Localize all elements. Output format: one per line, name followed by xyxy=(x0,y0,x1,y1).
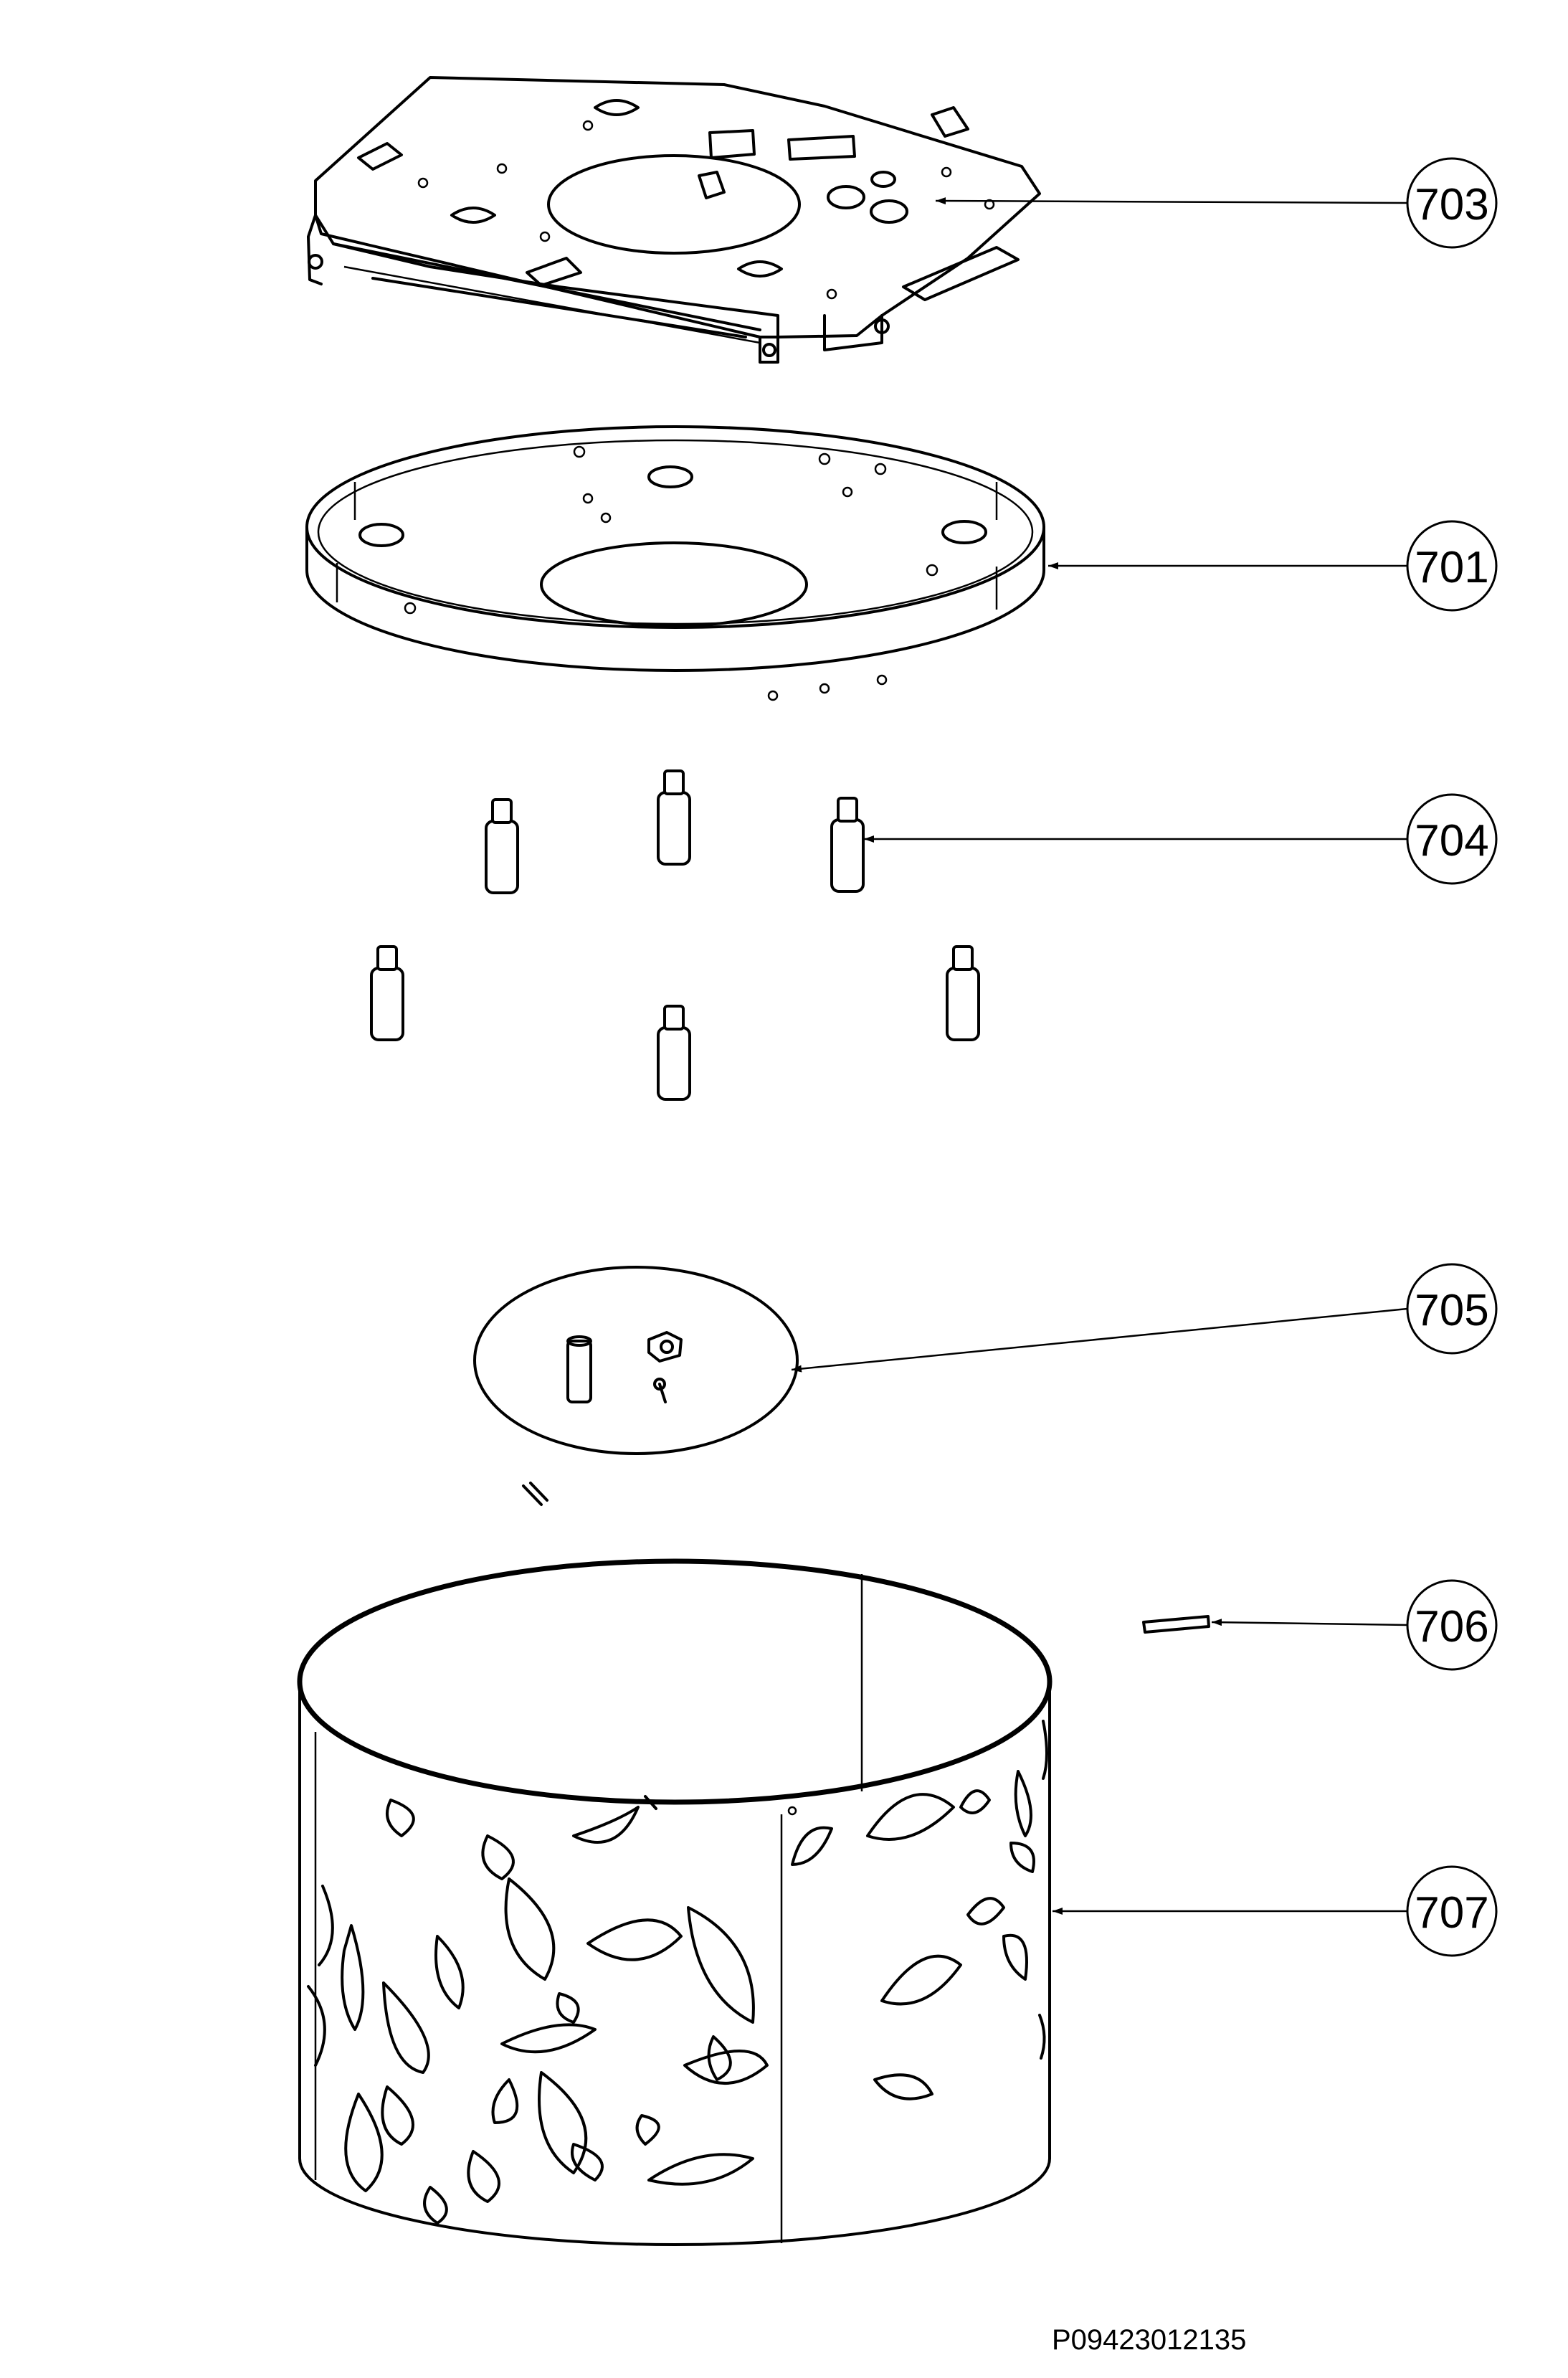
callout-label: 701 xyxy=(1415,543,1488,592)
part-705-disc xyxy=(473,1266,799,1506)
callout-label: 706 xyxy=(1415,1602,1488,1652)
part-706-pin xyxy=(1142,1615,1210,1634)
callout-label: 704 xyxy=(1415,816,1488,866)
standoff xyxy=(370,945,404,1041)
callout-703: 703 xyxy=(1406,157,1498,249)
standoff xyxy=(946,945,980,1041)
part-701-round-pan xyxy=(305,425,1045,701)
standoff xyxy=(830,797,865,893)
callout-label: 707 xyxy=(1415,1888,1488,1938)
standoff xyxy=(657,769,691,866)
callout-label: 705 xyxy=(1415,1286,1488,1335)
leader-706 xyxy=(1211,1619,1408,1626)
standoff xyxy=(485,798,519,894)
leader-705 xyxy=(791,1307,1408,1373)
part-703-mounting-plate xyxy=(307,76,1041,364)
callout-706: 706 xyxy=(1406,1579,1498,1671)
standoff xyxy=(657,1005,691,1101)
callout-705: 705 xyxy=(1406,1263,1498,1355)
document-code: P09423012135 xyxy=(1052,2324,1246,2356)
leaders xyxy=(791,197,1408,1915)
callout-701: 701 xyxy=(1406,520,1498,612)
leader-703 xyxy=(935,197,1408,205)
callout-707: 707 xyxy=(1406,1865,1498,1957)
part-707-shade xyxy=(297,1558,1053,2246)
callout-label: 703 xyxy=(1415,180,1488,229)
part-704-standoffs xyxy=(370,769,980,1101)
callout-704: 704 xyxy=(1406,793,1498,885)
